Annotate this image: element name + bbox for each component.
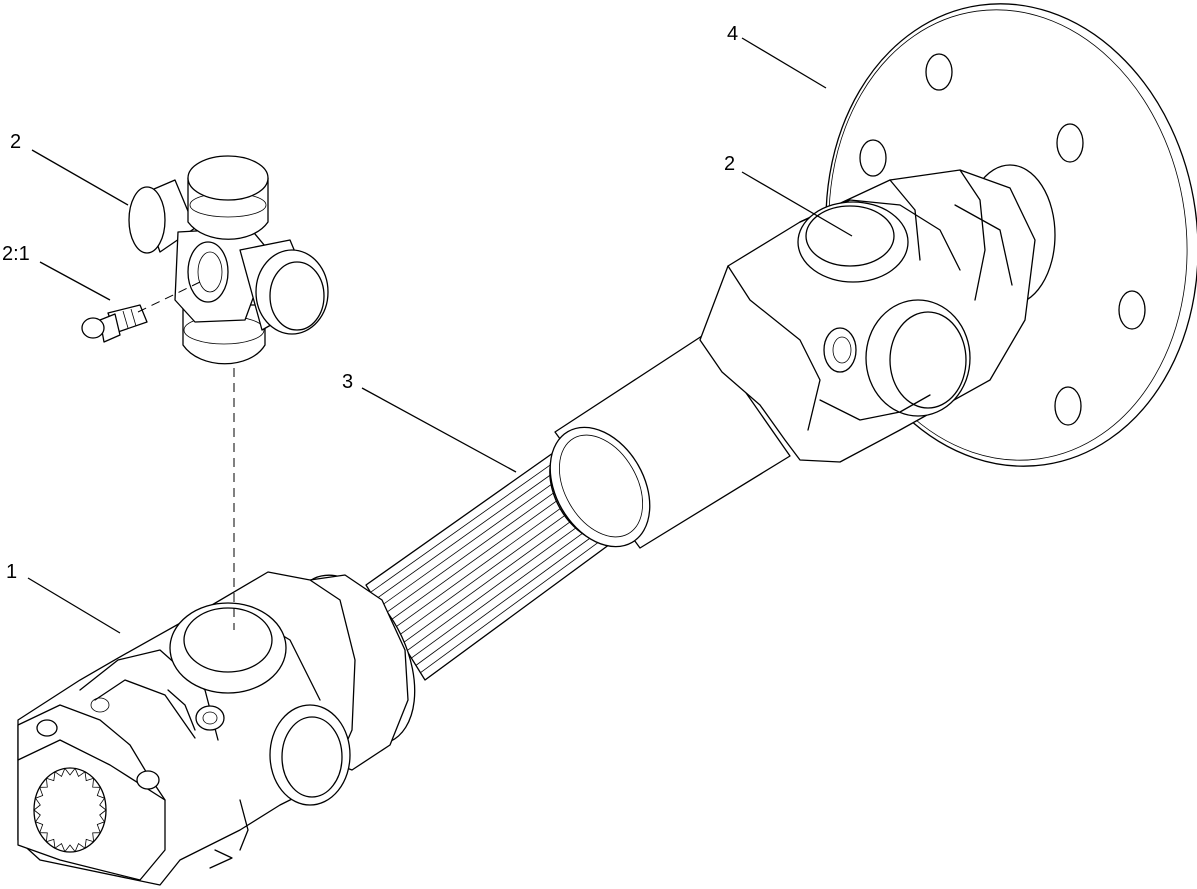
- leader-2-upper: [31, 149, 129, 206]
- grease-fitting: [81, 304, 148, 343]
- spline-ridge: [383, 473, 581, 615]
- spline-ridge: [424, 521, 641, 681]
- leader-2-1: [39, 261, 111, 301]
- shaft-tube: [549, 333, 791, 549]
- callout-1: 1: [6, 561, 17, 583]
- left-yoke: [17, 571, 416, 886]
- leader-3: [361, 387, 517, 473]
- universal-joint-cross: [128, 155, 329, 365]
- leader-2-right: [741, 171, 853, 237]
- callout-3: 3: [342, 371, 353, 393]
- centerline-grease: [137, 281, 201, 313]
- spline-ridge: [370, 457, 560, 593]
- spline-ridge: [388, 479, 587, 622]
- callout-2-1: 2:1: [2, 243, 30, 265]
- leader-4: [741, 37, 827, 89]
- callout-2: 2: [10, 131, 21, 153]
- callout-4: 4: [727, 23, 738, 45]
- spline-ridge: [374, 463, 567, 600]
- right-yoke: [699, 169, 1036, 463]
- spline-ridge: [365, 452, 554, 586]
- flange-bolt-holes: [859, 53, 1146, 426]
- leader-1: [27, 577, 121, 634]
- spline-ridge: [379, 468, 574, 608]
- callout-2-right: 2: [724, 153, 735, 175]
